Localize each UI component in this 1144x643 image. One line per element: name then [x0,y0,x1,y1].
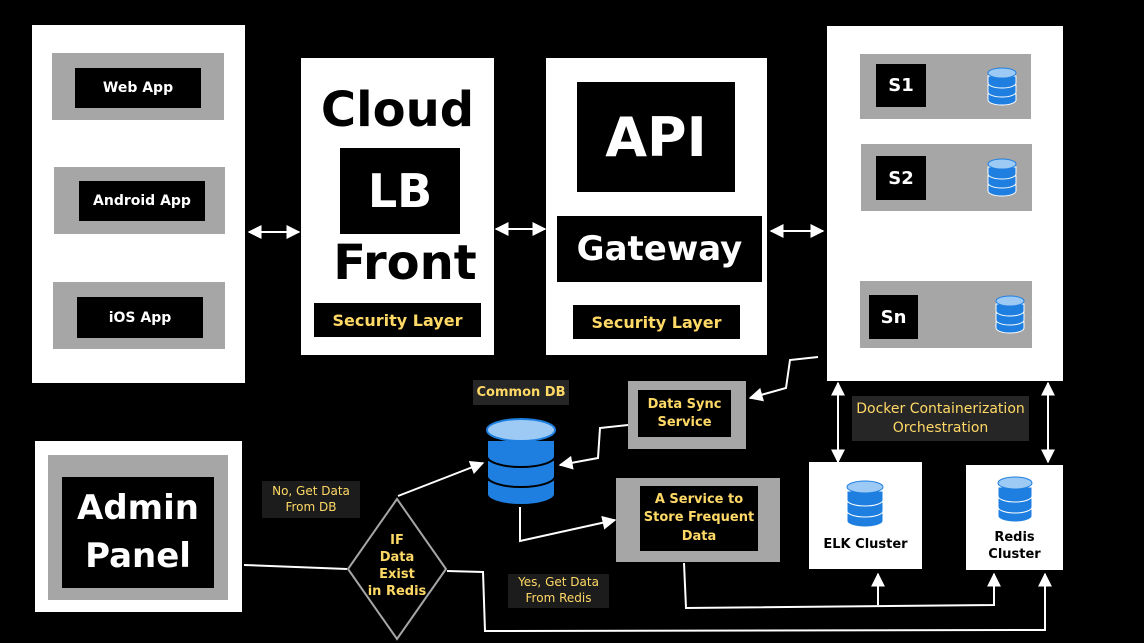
store-service-line2: Store Frequent [643,510,755,526]
s2-box: S2 [876,156,926,200]
elk-db-icon [846,480,884,528]
store-service-line3: Data [681,528,717,544]
data-sync-box: Data Sync Service [638,390,731,437]
decision-line1: IF [390,533,404,549]
common-db-icon [486,418,556,506]
redis-db-icon [997,476,1033,523]
arrow-services-datasync [748,356,819,402]
lb-box: LB [340,148,460,234]
arrow-decision-redis [446,570,1052,633]
front-label: Front [333,235,477,291]
store-service-box: A Service to Store Frequent Data [640,486,758,551]
admin-line2: Panel [85,535,191,576]
admin-panel-box: Admin Panel [62,477,214,588]
docker-orchestration-label: Docker Containerization Orchestration [852,396,1029,441]
decision-line3: Exist [379,567,415,582]
no-branch-label: No, Get Data From DB [262,481,360,518]
store-service-line1: A Service to [654,492,744,508]
api-security-layer: Security Layer [573,305,740,339]
yes-line2: From Redis [525,591,592,605]
arrow-decision-db [397,461,485,497]
android-app-box: Android App [79,181,205,221]
common-db-label: Common DB [473,380,569,405]
cloud-label: Cloud [320,82,475,138]
web-app-box: Web App [75,68,201,108]
s2-db-icon [987,158,1017,197]
admin-line1: Admin [77,487,199,528]
data-sync-line2: Service [657,414,712,430]
yes-line1: Yes, Get Data [518,575,599,590]
decision-text: IF Data Exist in Redis [346,527,448,607]
no-line2: From DB [285,499,337,514]
docker-line1: Docker Containerization [856,401,1025,418]
s1-box: S1 [876,64,926,107]
line-admin-decision [243,564,348,570]
redis-cluster-label: Redis Cluster [966,528,1063,566]
yes-branch-label: Yes, Get Data From Redis [508,574,609,608]
lb-security-layer: Security Layer [314,303,481,337]
redis-line1: Redis [994,530,1035,546]
sn-db-icon [995,295,1025,334]
decision-line4: in Redis [367,583,427,599]
arrow-db-store [519,507,617,543]
data-sync-line1: Data Sync [647,396,722,412]
no-line1: No, Get Data [272,483,350,498]
decision-diamond [346,497,448,641]
docker-line2: Orchestration [892,419,989,436]
line-store-elk-redis [683,562,1001,610]
redis-line2: Cluster [988,547,1041,562]
api-box: API [577,82,735,192]
s1-db-icon [987,67,1017,106]
arrow-datasync-db [558,424,629,470]
gateway-box: Gateway [557,216,762,282]
sn-box: Sn [869,295,918,339]
ios-app-box: iOS App [77,297,203,338]
elk-cluster-label: ELK Cluster [823,536,908,552]
decision-line2: Data [379,550,415,566]
